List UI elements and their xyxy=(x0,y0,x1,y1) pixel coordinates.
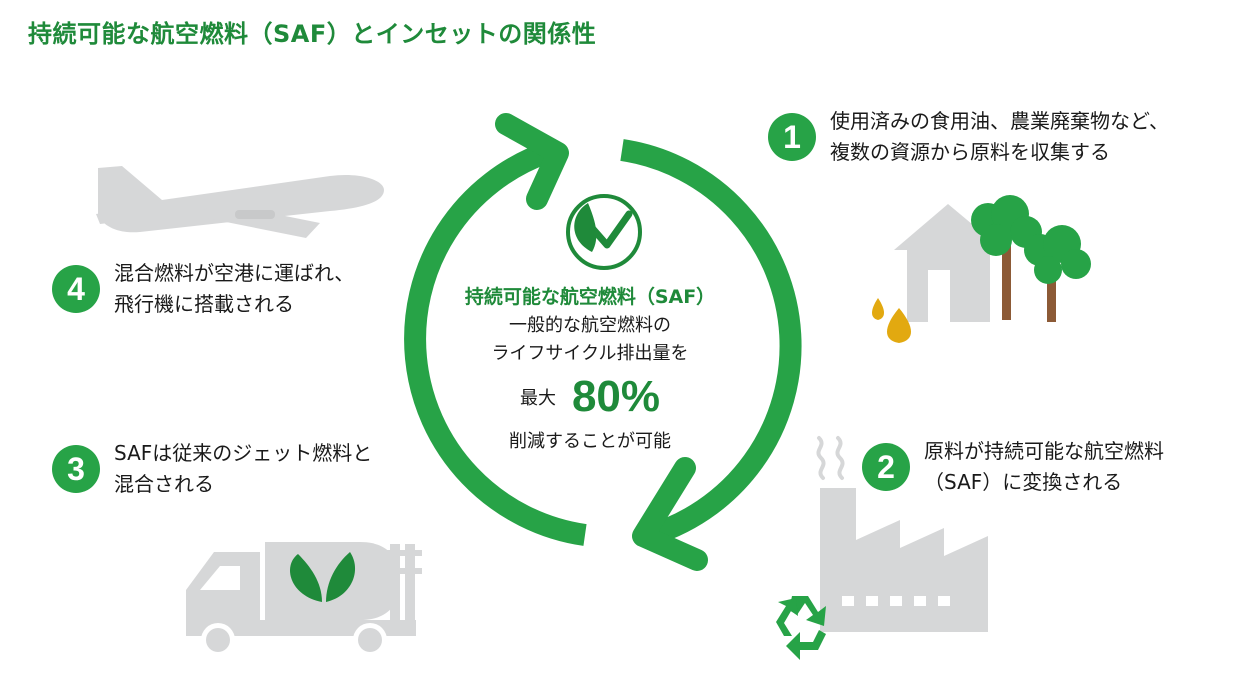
step-line-2: 飛行機に搭載される xyxy=(114,292,294,316)
cycle-arrow-left xyxy=(404,141,587,546)
step-number-badge: 4 xyxy=(52,265,100,313)
step-3: 3 SAFは従来のジェット燃料と 混合される xyxy=(52,438,372,500)
reduction-text: 削減することが可能 xyxy=(509,431,671,452)
reduction-row: 最大 80% xyxy=(440,372,740,422)
house-trees-oil-icon xyxy=(872,195,1091,343)
step-2: 2 原料が持続可能な航空燃料 （SAF）に変換される xyxy=(862,436,1164,498)
step-description: 使用済みの食用油、農業廃棄物など、 複数の資源から原料を収集する xyxy=(830,106,1169,168)
summary-line-2: ライフサイクル排出量を xyxy=(491,343,689,364)
step-description: 原料が持続可能な航空燃料 （SAF）に変換される xyxy=(924,436,1164,498)
step-line-2: 混合される xyxy=(114,472,214,496)
step-description: SAFは従来のジェット燃料と 混合される xyxy=(114,438,372,500)
reduction-percent: 80% xyxy=(571,372,661,421)
arrowhead-bottom xyxy=(632,457,708,571)
center-summary: 持続可能な航空燃料（SAF） 一般的な航空燃料の ライフサイクル排出量を 最大 … xyxy=(440,282,740,456)
step-line-1: 混合燃料が空港に運ばれ、 xyxy=(114,261,355,285)
recycle-icon xyxy=(776,596,826,660)
cycle-arrowheads xyxy=(495,113,708,571)
leaf-check-icon xyxy=(566,194,642,270)
cycle-arrow-right xyxy=(620,139,802,548)
step-description: 混合燃料が空港に運ばれ、 飛行機に搭載される xyxy=(114,258,354,320)
tanker-truck-leaf-icon xyxy=(186,542,422,657)
step-line-1: 使用済みの食用油、農業廃棄物など、 xyxy=(830,109,1169,133)
summary-line-1: 一般的な航空燃料の xyxy=(509,315,671,336)
step-number-badge: 1 xyxy=(768,113,816,161)
arrowhead-top xyxy=(495,113,569,210)
step-1: 1 使用済みの食用油、農業廃棄物など、 複数の資源から原料を収集する xyxy=(768,106,1169,168)
airplane-icon xyxy=(96,166,384,238)
factory-recycle-icon xyxy=(776,436,988,660)
step-line-2: （SAF）に変換される xyxy=(924,470,1123,494)
cycle-arrows xyxy=(404,139,802,548)
step-line-1: SAFは従来のジェット燃料と xyxy=(114,441,373,465)
step-4: 4 混合燃料が空港に運ばれ、 飛行機に搭載される xyxy=(52,258,354,320)
page-title: 持続可能な航空燃料（SAF）とインセットの関係性 xyxy=(28,20,597,48)
step-number-badge: 2 xyxy=(862,443,910,491)
max-label: 最大 xyxy=(519,388,556,409)
saf-title: 持続可能な航空燃料（SAF） xyxy=(464,286,716,308)
step-number-badge: 3 xyxy=(52,445,100,493)
step-line-1: 原料が持続可能な航空燃料 xyxy=(924,439,1164,463)
step-line-2: 複数の資源から原料を収集する xyxy=(830,140,1110,164)
